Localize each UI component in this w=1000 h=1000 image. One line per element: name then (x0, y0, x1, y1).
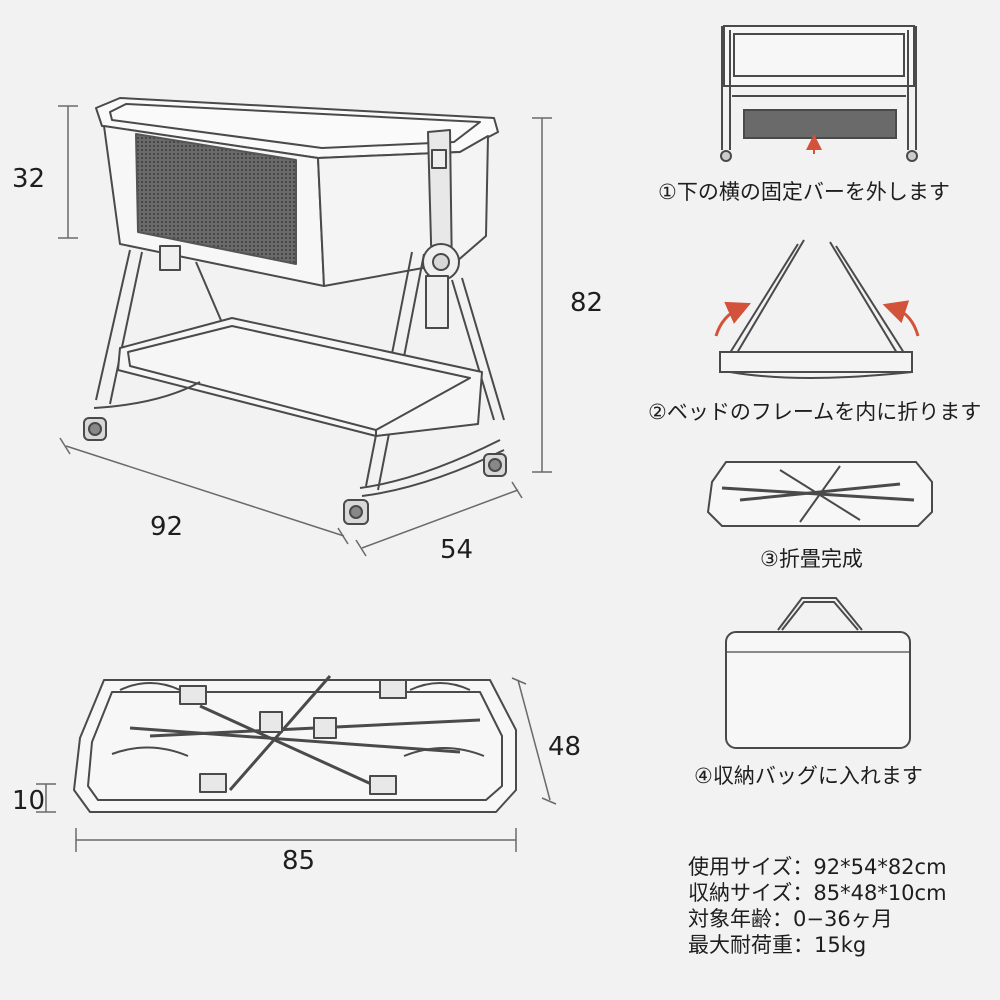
step4-illustration (725, 597, 911, 749)
step-4-caption: ④収納バッグに入れます (694, 764, 923, 788)
length-label: 92 (150, 512, 184, 542)
dimension-lines-main (58, 105, 552, 557)
folded-length-label: 85 (282, 846, 316, 876)
total-height-label: 82 (570, 288, 604, 318)
step-3-caption: ③折畳完成 (760, 547, 863, 571)
width-label: 54 (440, 535, 474, 565)
step-1-caption: ①下の横の固定バーを外します (658, 180, 950, 204)
step2-illustration (714, 239, 920, 379)
spec-storage-size: 収納サイズ：85*48*10cm (688, 881, 947, 905)
bassinet-height-label: 32 (12, 164, 46, 194)
bassinet-illustration (83, 97, 507, 525)
step-2-caption: ②ベッドのフレームを内に折ります (648, 400, 982, 424)
spec-max-load: 最大耐荷重：15kg (688, 933, 867, 957)
step3-illustration (706, 461, 933, 527)
folded-bassinet-illustration (73, 675, 517, 813)
spec-usage-size: 使用サイズ：92*54*82cm (688, 855, 947, 879)
folded-depth-label: 48 (548, 732, 582, 762)
step1-illustration (720, 25, 918, 162)
folded-height-label: 10 (12, 786, 46, 816)
spec-list: 使用サイズ：92*54*82cm 収納サイズ：85*48*10cm 対象年齢：0… (688, 854, 947, 958)
spec-target-age: 対象年齢：0−36ヶ月 (688, 907, 893, 931)
dimension-lines-folded (36, 677, 557, 852)
